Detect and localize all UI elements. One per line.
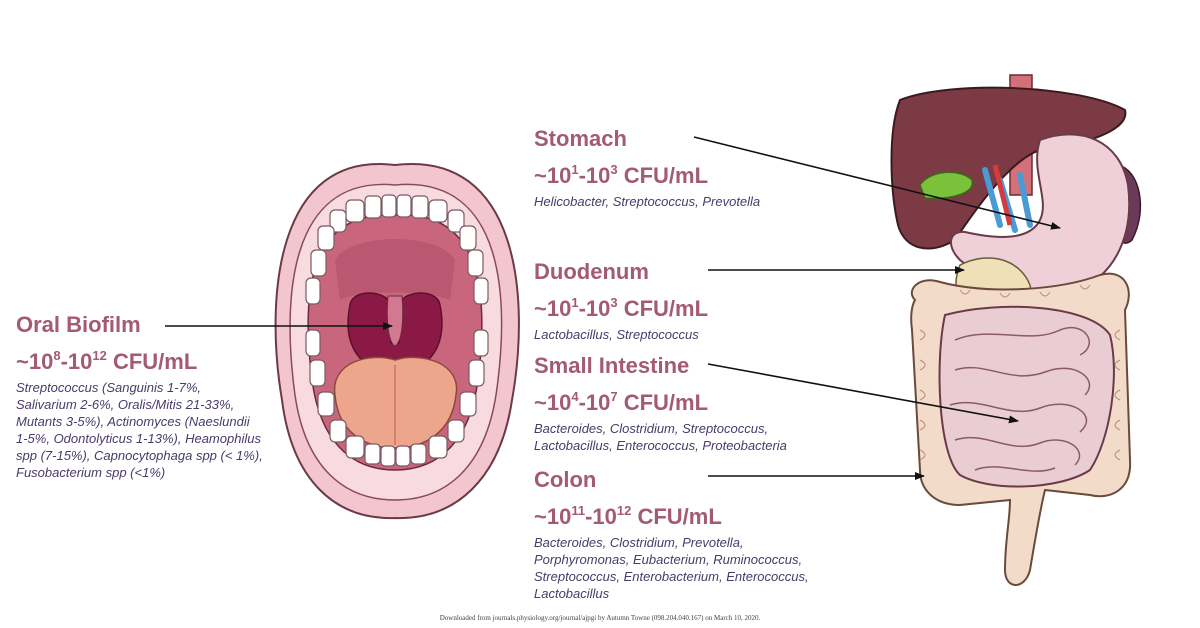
colon-title: Colon [534,467,597,492]
duodenum-species: Lactobacillus, Streptococcus [534,327,699,342]
small-intestine-pointer-line [707,363,1019,424]
small-intestine-species: Bacteroides, Clostridium, Streptococcus,… [534,421,787,453]
stomach-species: Helicobacter, Streptococcus, Prevotella [534,194,761,209]
small-intestine [938,305,1115,488]
duodenum-label: Duodenum ~101-103 CFU/mL Lactobacillus, … [534,259,708,343]
digestive-illustration [890,74,1142,586]
upper-teeth [305,194,489,305]
stomach-title: Stomach [534,126,627,151]
small-intestine-label: Small Intestine ~104-107 CFU/mL Bacteroi… [534,353,787,454]
download-footer: Downloaded from journals.physiology.org/… [439,614,761,622]
small-intestine-title: Small Intestine [534,353,690,378]
oral-biofilm-title: Oral Biofilm [16,312,141,337]
duodenum-cfu: ~101-103 CFU/mL [534,295,709,321]
stomach-label: Stomach ~101-103 CFU/mL Helicobacter, St… [534,126,760,210]
duodenum-title: Duodenum [534,259,649,284]
oral-biofilm-label: Oral Biofilm ~108-1012 CFU/mL Streptococ… [16,312,263,481]
small-intestine-cfu: ~104-107 CFU/mL [534,389,709,415]
colon-species: Bacteroides, Clostridium, Prevotella, Po… [534,535,809,601]
colon-label: Colon ~1011-1012 CFU/mL Bacteroides, Clo… [534,467,809,602]
mouth-illustration [274,162,520,520]
lower-teeth [305,329,489,467]
stomach-cfu: ~101-103 CFU/mL [534,162,709,188]
stomach-pointer-line [693,136,1061,230]
liver [890,86,1127,250]
oral-biofilm-cfu: ~108-1012 CFU/mL [16,348,198,374]
colon-cfu: ~1011-1012 CFU/mL [534,503,722,529]
oral-biofilm-species: Streptococcus (Sanguinis 1-7%, Salivariu… [16,380,263,480]
